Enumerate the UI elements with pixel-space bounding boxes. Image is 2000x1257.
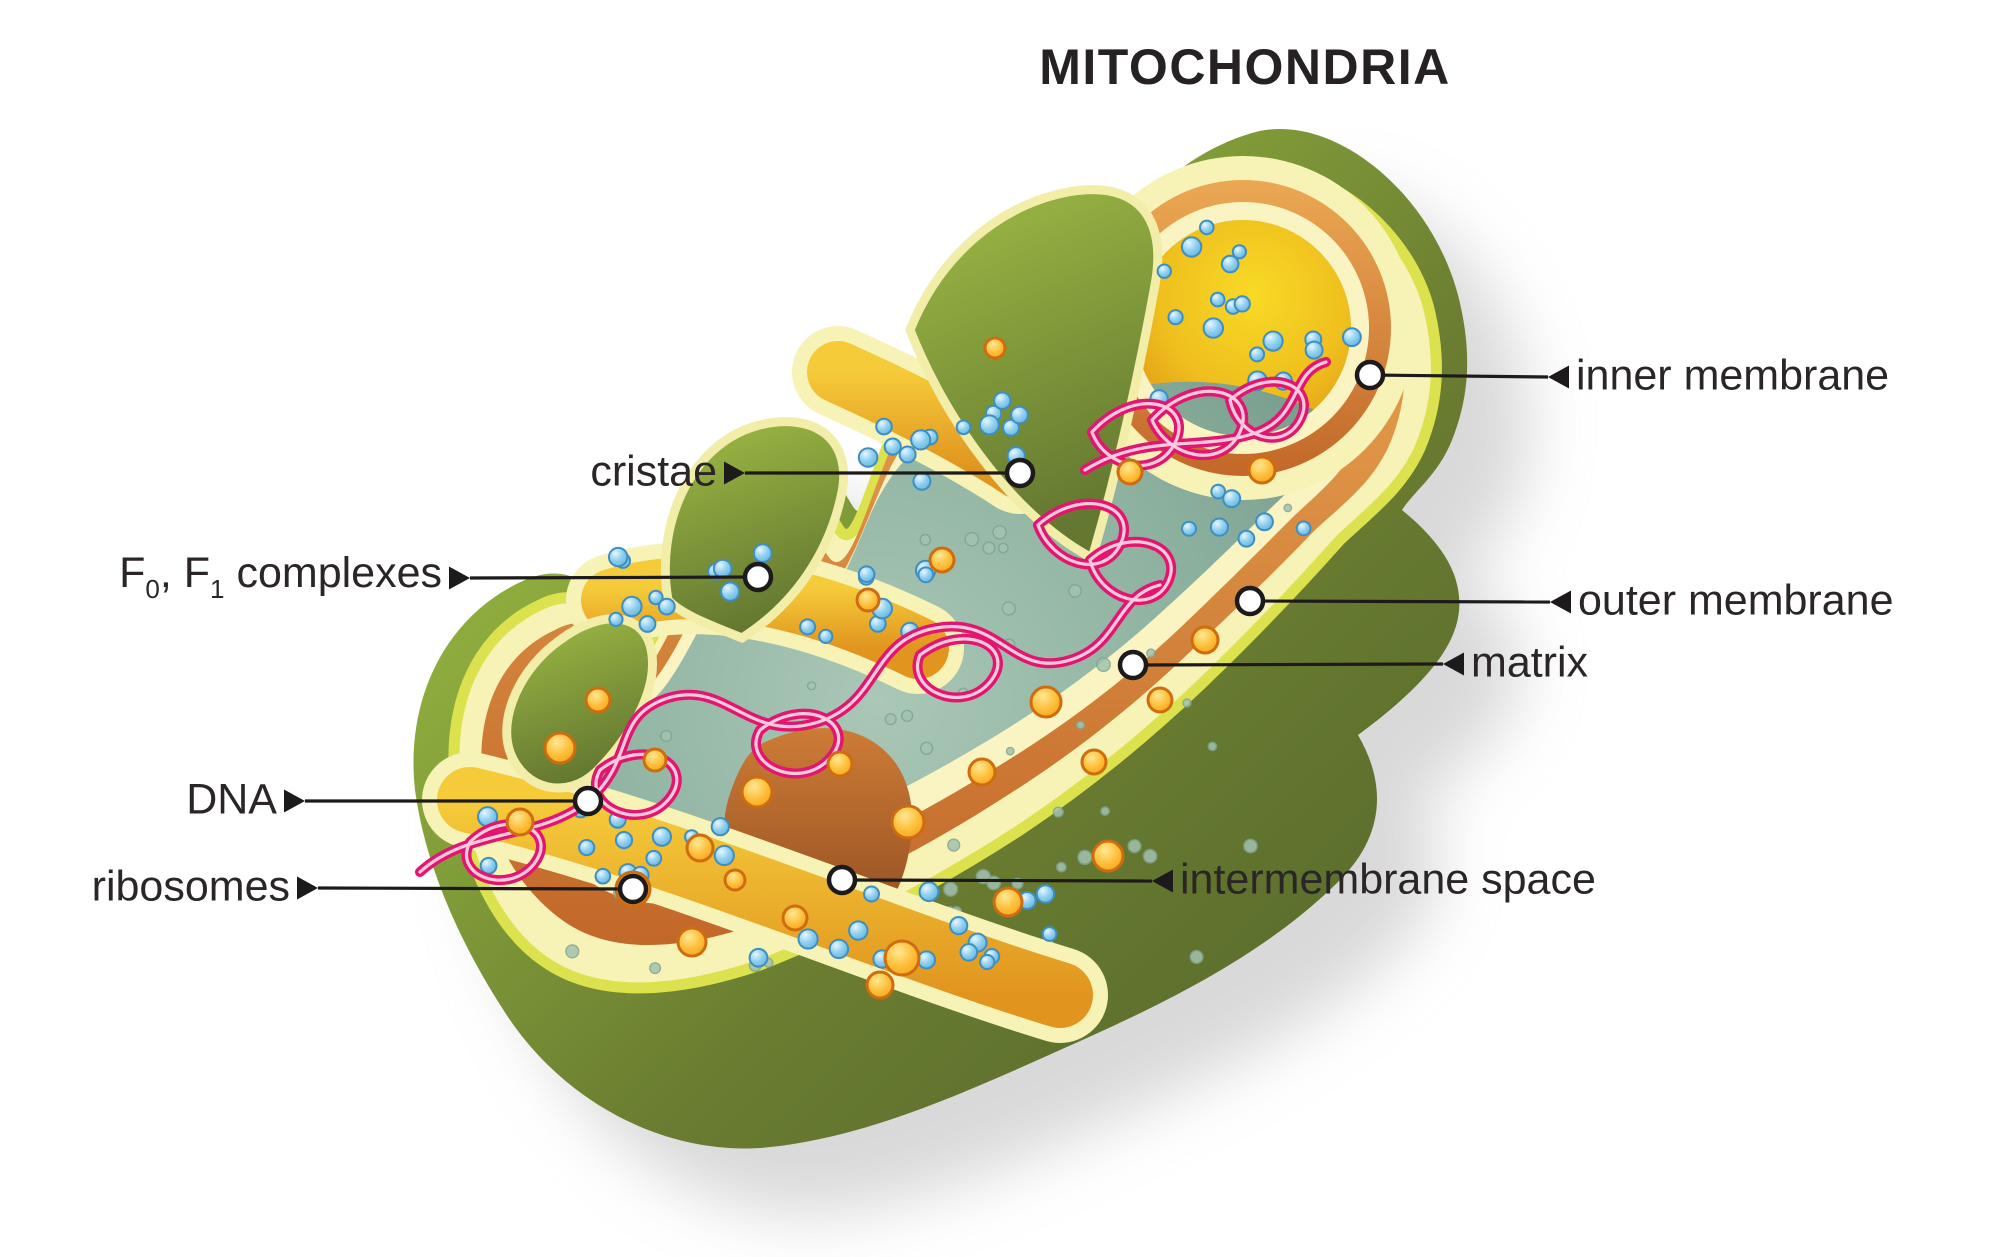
marker-dot-matrix xyxy=(1117,649,1149,681)
membrane-ridges xyxy=(502,417,848,793)
leader-intermembrane-space xyxy=(826,864,1173,896)
leader-inner-membrane xyxy=(1354,359,1569,391)
f0-f1-complex-dots xyxy=(477,219,1362,971)
pointer-triangle-icon xyxy=(449,566,470,590)
marker-dot-intermembrane-space xyxy=(826,864,858,896)
marker-dot-ribosomes xyxy=(617,873,649,905)
pointer-triangle-icon xyxy=(284,789,305,813)
page-title: MITOCHONDRIA xyxy=(1039,39,1451,95)
marker-dot-dna xyxy=(572,785,604,817)
leader-cristae xyxy=(724,457,1036,489)
pointer-triangle-icon xyxy=(1152,869,1173,893)
leader-outer-membrane xyxy=(1234,585,1571,617)
marker-dot-outer-membrane xyxy=(1234,585,1266,617)
pointer-triangle-icon xyxy=(297,876,318,900)
leader-f0-f1-complexes xyxy=(449,561,774,593)
leader-lines xyxy=(284,359,1571,905)
leader-matrix xyxy=(1117,649,1464,681)
pointer-triangle-icon xyxy=(1443,652,1464,676)
marker-dot-inner-membrane xyxy=(1354,359,1386,391)
pointer-triangle-icon xyxy=(1548,365,1569,389)
leader-ribosomes xyxy=(297,873,649,905)
leader-dna xyxy=(284,785,604,817)
marker-dot-cristae xyxy=(1004,457,1036,489)
marker-dot-f0-f1-complexes xyxy=(742,561,774,593)
ribosome-dots xyxy=(505,336,1277,1000)
pointer-triangle-icon xyxy=(724,461,745,485)
pointer-triangle-icon xyxy=(1550,590,1571,614)
